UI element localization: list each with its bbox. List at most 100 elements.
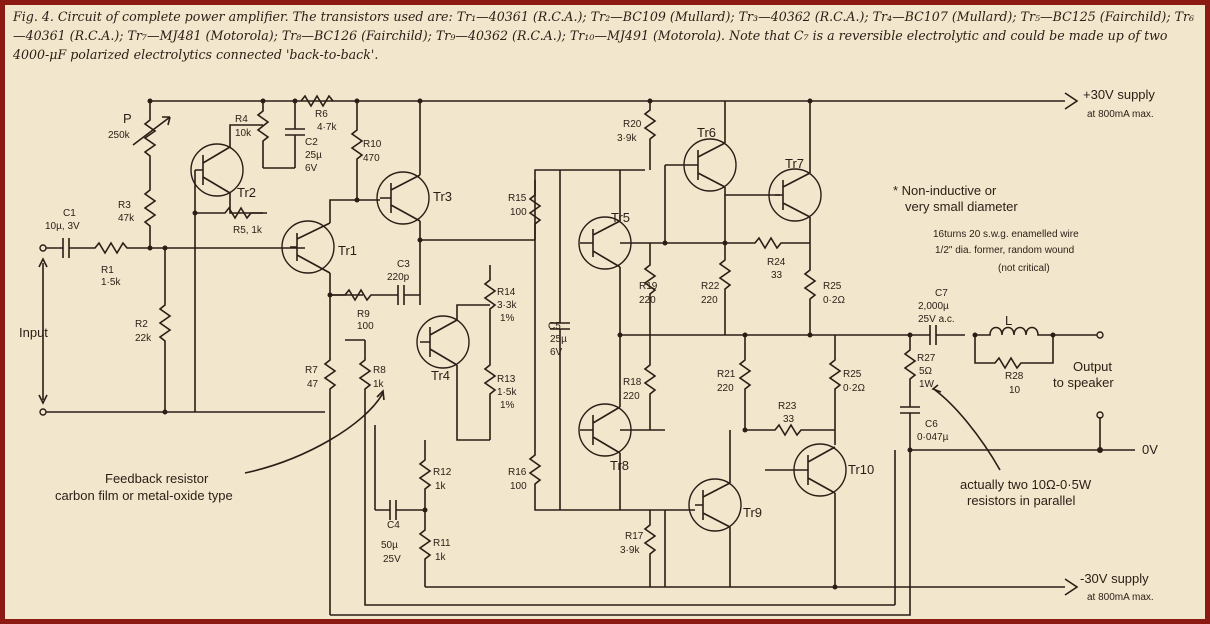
r13-tol: 1% bbox=[500, 400, 515, 411]
r18-value: 220 bbox=[623, 391, 640, 402]
r23-value: 33 bbox=[783, 414, 795, 425]
c5-label: C5 bbox=[548, 321, 561, 332]
r1-label: R1 bbox=[101, 265, 114, 276]
output-network bbox=[330, 325, 1104, 616]
c5-value: 25µ bbox=[550, 334, 567, 345]
r25a-label: R25 bbox=[823, 281, 842, 292]
star-note-line2: very small diameter bbox=[905, 199, 1018, 214]
feedback-note-line2: carbon film or metal-oxide type bbox=[55, 488, 233, 503]
r2-label: R2 bbox=[135, 319, 148, 330]
input-label: Input bbox=[19, 325, 48, 340]
r10-value: 470 bbox=[363, 153, 380, 164]
c4-value: 50µ bbox=[381, 540, 398, 551]
r5-label: R5, 1k bbox=[233, 225, 263, 236]
r14-value: 3·3k bbox=[497, 300, 517, 311]
tr10-label: Tr10 bbox=[848, 462, 874, 477]
tr8-label: Tr8 bbox=[610, 458, 629, 473]
c1-label: C1 bbox=[63, 208, 76, 219]
r21-value: 220 bbox=[717, 383, 734, 394]
r18-label: R18 bbox=[623, 377, 642, 388]
r28-value: 10 bbox=[1009, 385, 1021, 396]
r27-label: R27 bbox=[917, 353, 936, 364]
r17-label: R17 bbox=[625, 531, 644, 542]
r14-label: R14 bbox=[497, 287, 516, 298]
circuit-schematic: +30V supply at 800mA max. -30V supply at… bbox=[19, 87, 1158, 616]
r27-value: 5Ω bbox=[919, 366, 933, 377]
c2-rating: 6V bbox=[305, 163, 318, 174]
l-label: L bbox=[1005, 313, 1012, 328]
coil-note-line2: 1/2" dia. former, random wound bbox=[935, 245, 1074, 256]
tr6-label: Tr6 bbox=[697, 125, 716, 140]
r22-value: 220 bbox=[701, 295, 718, 306]
r9-value: 100 bbox=[357, 321, 374, 332]
p-value: 250k bbox=[108, 130, 131, 141]
note-labels: * Non-inductive or very small diameter 1… bbox=[55, 183, 1092, 508]
r22-label: R22 bbox=[701, 281, 720, 292]
c7-label: C7 bbox=[935, 288, 948, 299]
r3-value: 47k bbox=[118, 213, 135, 224]
r19-label: R19 bbox=[639, 281, 658, 292]
r15-value: 100 bbox=[510, 207, 527, 218]
r25b-value: 0·2Ω bbox=[843, 383, 865, 394]
input-section bbox=[38, 238, 325, 416]
star-note-line1: * Non-inductive or bbox=[893, 183, 997, 198]
r28-label: R28 bbox=[1005, 371, 1024, 382]
r23-label: R23 bbox=[778, 401, 797, 412]
output-stage bbox=[620, 98, 930, 590]
tr5-label: Tr5 bbox=[611, 210, 630, 225]
r24-label: R24 bbox=[767, 257, 786, 268]
input-stage bbox=[281, 94, 895, 615]
feedback-note-line1: Feedback resistor bbox=[105, 471, 209, 486]
r12-value: 1k bbox=[435, 481, 447, 492]
output-label: Output bbox=[1073, 359, 1112, 374]
r11-value: 1k bbox=[435, 552, 447, 563]
ground-label: 0V bbox=[1142, 442, 1158, 457]
tr4-label: Tr4 bbox=[431, 368, 450, 383]
r8-label: R8 bbox=[373, 365, 386, 376]
r10-label: R10 bbox=[363, 139, 382, 150]
c1-value: 10µ, 3V bbox=[45, 221, 80, 232]
r27-note-line2: resistors in parallel bbox=[967, 493, 1075, 508]
r12-label: R12 bbox=[433, 467, 452, 478]
tr3-label: Tr3 bbox=[433, 189, 452, 204]
r11-label: R11 bbox=[433, 538, 451, 549]
c2-value: 25µ bbox=[305, 150, 322, 161]
positive-rail-sub: at 800mA max. bbox=[1087, 109, 1154, 120]
rail-labels: +30V supply at 800mA max. -30V supply at… bbox=[19, 87, 1158, 603]
driver-stage bbox=[374, 239, 535, 587]
transistor-labels: Tr2 Tr1 Tr3 Tr4 Tr5 Tr6 Tr7 Tr8 Tr9 Tr10 bbox=[237, 125, 874, 520]
r16-value: 100 bbox=[510, 481, 527, 492]
tr7-label: Tr7 bbox=[785, 156, 804, 171]
r14-tol: 1% bbox=[500, 313, 515, 324]
r4-label: R4 bbox=[235, 114, 248, 125]
r1-value: 1·5k bbox=[101, 277, 121, 288]
c2-label: C2 bbox=[305, 137, 318, 148]
coil-note-line3: (not critical) bbox=[998, 263, 1050, 274]
r21-label: R21 bbox=[717, 369, 736, 380]
r13-value: 1·5k bbox=[497, 387, 517, 398]
component-labels: P 250k C1 10µ, 3V R1 1·5k R2 22k R3 47k … bbox=[45, 109, 1024, 565]
r7-value: 47 bbox=[307, 379, 319, 390]
r25b-label: R25 bbox=[843, 369, 862, 380]
r2-value: 22k bbox=[135, 333, 152, 344]
r15-label: R15 bbox=[508, 193, 527, 204]
c7-rating: 25V a.c. bbox=[918, 314, 955, 325]
r27-rating: 1W bbox=[919, 379, 935, 390]
c7-value: 2,000µ bbox=[918, 301, 949, 312]
r19-value: 220 bbox=[639, 295, 656, 306]
r16-label: R16 bbox=[508, 467, 527, 478]
r17-value: 3·9k bbox=[620, 545, 640, 556]
r7-label: R7 bbox=[305, 365, 318, 376]
c3-label: C3 bbox=[397, 259, 410, 270]
c6-value: 0·047µ bbox=[917, 432, 949, 443]
vbe-multiplier bbox=[528, 169, 695, 511]
c4-label: C4 bbox=[387, 520, 400, 531]
r13-label: R13 bbox=[497, 374, 516, 385]
r8-value: 1k bbox=[373, 379, 385, 390]
negative-rail-sub: at 800mA max. bbox=[1087, 592, 1154, 603]
r3-label: R3 bbox=[118, 200, 131, 211]
tr1-label: Tr1 bbox=[338, 243, 357, 258]
r4-value: 10k bbox=[235, 128, 252, 139]
supply-rails bbox=[150, 92, 1135, 596]
